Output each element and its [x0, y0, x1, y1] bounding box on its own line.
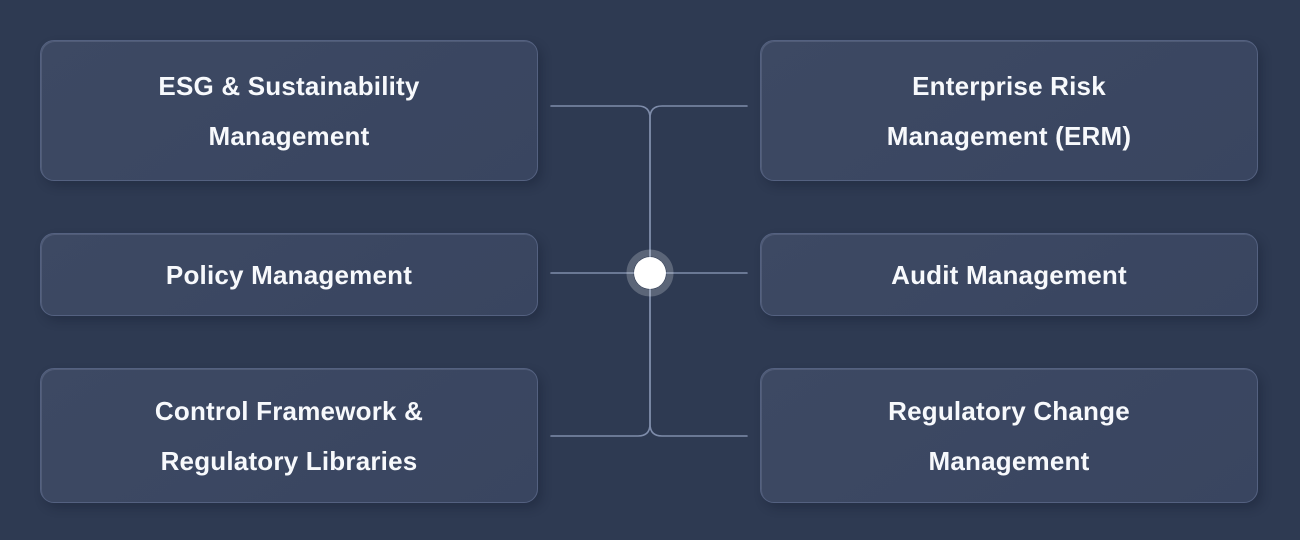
card-label: Policy Management: [165, 259, 413, 290]
card-policy-management: Policy Management: [40, 233, 538, 316]
card-audit-management: Audit Management: [760, 233, 1258, 316]
connector-right-bracket: [649, 105, 748, 437]
card-label: Audit Management: [891, 259, 1127, 290]
hub-node: [634, 257, 666, 289]
connector-left-bracket: [550, 105, 651, 437]
card-label: Regulatory Change Management: [888, 395, 1130, 476]
card-label: Enterprise Risk Management (ERM): [886, 70, 1132, 151]
card-label: Control Framework & Regulatory Libraries: [154, 395, 424, 476]
card-label: ESG & Sustainability Management: [158, 70, 420, 151]
card-control-framework: Control Framework & Regulatory Libraries: [40, 368, 538, 503]
card-esg-sustainability: ESG & Sustainability Management: [40, 40, 538, 181]
hub-node-halo: [626, 249, 674, 297]
card-enterprise-risk: Enterprise Risk Management (ERM): [760, 40, 1258, 181]
card-regulatory-change: Regulatory Change Management: [760, 368, 1258, 503]
